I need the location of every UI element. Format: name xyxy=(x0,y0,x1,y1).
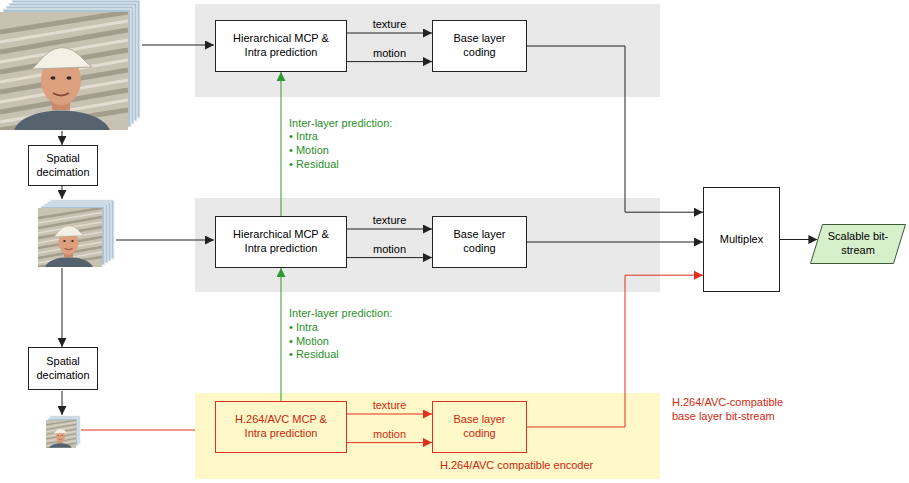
connector-arrow xyxy=(281,72,282,216)
layer-band xyxy=(195,4,660,97)
edge-label: texture xyxy=(373,399,407,413)
signal-arrow xyxy=(62,131,63,145)
edge-label: texture xyxy=(373,18,407,32)
video-frame xyxy=(46,420,76,448)
multiplex-box: Multiplex xyxy=(703,187,780,292)
process-box: Spatial decimation xyxy=(28,145,98,186)
encoder-band: H.264/AVC compatible encoder H.264/AVC MC… xyxy=(195,393,660,479)
node-text: Hierarchical MCP & Intra prediction xyxy=(228,32,334,60)
connector-arrow xyxy=(281,268,282,401)
node-text: H.264/AVC MCP & Intra prediction xyxy=(228,413,334,441)
node-text: Scalable bit-stream xyxy=(826,230,890,258)
process-box: Hierarchical MCP & Intra prediction xyxy=(215,216,347,268)
connector-arrow xyxy=(527,46,703,212)
edge-label: motion xyxy=(373,243,406,257)
connector-arrow xyxy=(347,414,432,415)
parallelogram-shape xyxy=(811,225,906,264)
frame-stack xyxy=(38,200,114,267)
signal-arrow xyxy=(62,268,63,347)
node-text: Base layer coding xyxy=(445,413,514,441)
layer-band xyxy=(195,198,660,292)
connector-arrow xyxy=(347,33,432,34)
node-text: Base layer coding xyxy=(445,228,514,256)
node-text: Spatial decimation xyxy=(33,152,93,180)
node-text: H.264/AVC compatible encoder xyxy=(440,459,593,473)
connector-arrow xyxy=(347,257,432,258)
connector-arrow xyxy=(347,442,432,443)
video-frame xyxy=(0,12,128,130)
process-box: H.264/AVC MCP & Intra prediction xyxy=(215,401,347,453)
signal-arrow xyxy=(62,186,63,199)
frame-stack xyxy=(0,0,140,130)
process-box: Spatial decimation xyxy=(28,347,98,390)
connector-arrow xyxy=(347,61,432,62)
process-box: Hierarchical MCP & Intra prediction xyxy=(215,20,347,72)
signal-arrow xyxy=(62,391,63,415)
edge-label: motion xyxy=(373,428,406,442)
node-text: Base layer coding xyxy=(445,32,514,60)
edge-label: texture xyxy=(373,214,407,228)
note-label: H.264/AVC-compatible base layer bit-stre… xyxy=(672,396,804,424)
connector-arrow xyxy=(780,239,817,240)
node-text: Multiplex xyxy=(720,233,763,247)
video-frame xyxy=(38,208,102,267)
node-text: Spatial decimation xyxy=(33,355,93,383)
process-box: Base layer coding xyxy=(432,20,527,72)
node-text: Hierarchical MCP & Intra prediction xyxy=(228,228,334,256)
process-box: Base layer coding xyxy=(432,216,527,268)
signal-arrow xyxy=(142,45,214,46)
signal-arrow xyxy=(116,240,214,241)
edge-label: motion xyxy=(373,47,406,61)
prediction-note: Inter-layer prediction: • Intra • Motion… xyxy=(289,117,392,172)
connector-arrow xyxy=(527,242,703,243)
process-box: Base layer coding xyxy=(432,401,527,453)
connector-arrow xyxy=(347,229,432,230)
output-parallelogram: Scalable bit-stream xyxy=(810,224,906,264)
frame-stack xyxy=(46,416,80,448)
prediction-note: Inter-layer prediction: • Intra • Motion… xyxy=(289,307,392,362)
